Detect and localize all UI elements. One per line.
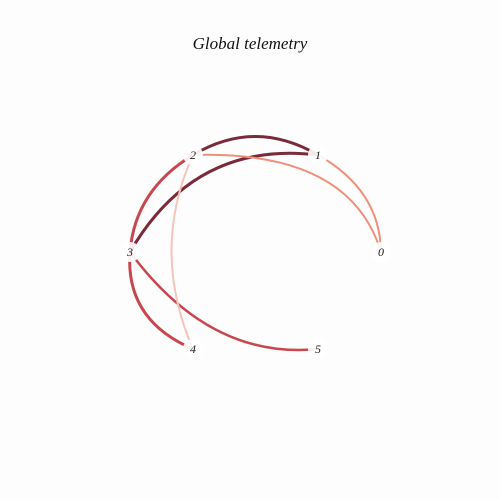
- edge-2-4: [170, 154, 194, 350]
- node-5-marker: [308, 339, 328, 359]
- node-1-marker: [308, 145, 328, 165]
- node-3-label: 3: [126, 245, 133, 259]
- diagram-title: Global telemetry: [192, 34, 308, 53]
- node-2-marker: [183, 145, 203, 165]
- edge-1-0: [317, 154, 382, 253]
- node-3: 3: [120, 242, 140, 262]
- edges-layer: [128, 135, 382, 352]
- node-0-label: 0: [378, 245, 384, 259]
- node-5: 5: [308, 339, 328, 359]
- node-0-marker: [371, 242, 391, 262]
- edge-3-5: [128, 250, 320, 352]
- edge-2-1: [191, 135, 320, 157]
- node-1: 1: [308, 145, 328, 165]
- nodes-layer: 0 1 2 3 4 5: [120, 145, 391, 359]
- node-4-label: 4: [190, 342, 196, 356]
- node-1-label: 1: [315, 148, 321, 162]
- node-2-label: 2: [190, 148, 196, 162]
- edge-3-1: [128, 151, 320, 254]
- node-4-marker: [183, 339, 203, 359]
- node-3-marker: [120, 242, 140, 262]
- edge-2-0: [192, 153, 382, 253]
- node-0: 0: [371, 242, 391, 262]
- node-4: 4: [183, 339, 203, 359]
- edge-3-4: [128, 250, 195, 351]
- node-2: 2: [183, 145, 203, 165]
- node-5-label: 5: [315, 342, 321, 356]
- edge-2-3: [128, 153, 195, 254]
